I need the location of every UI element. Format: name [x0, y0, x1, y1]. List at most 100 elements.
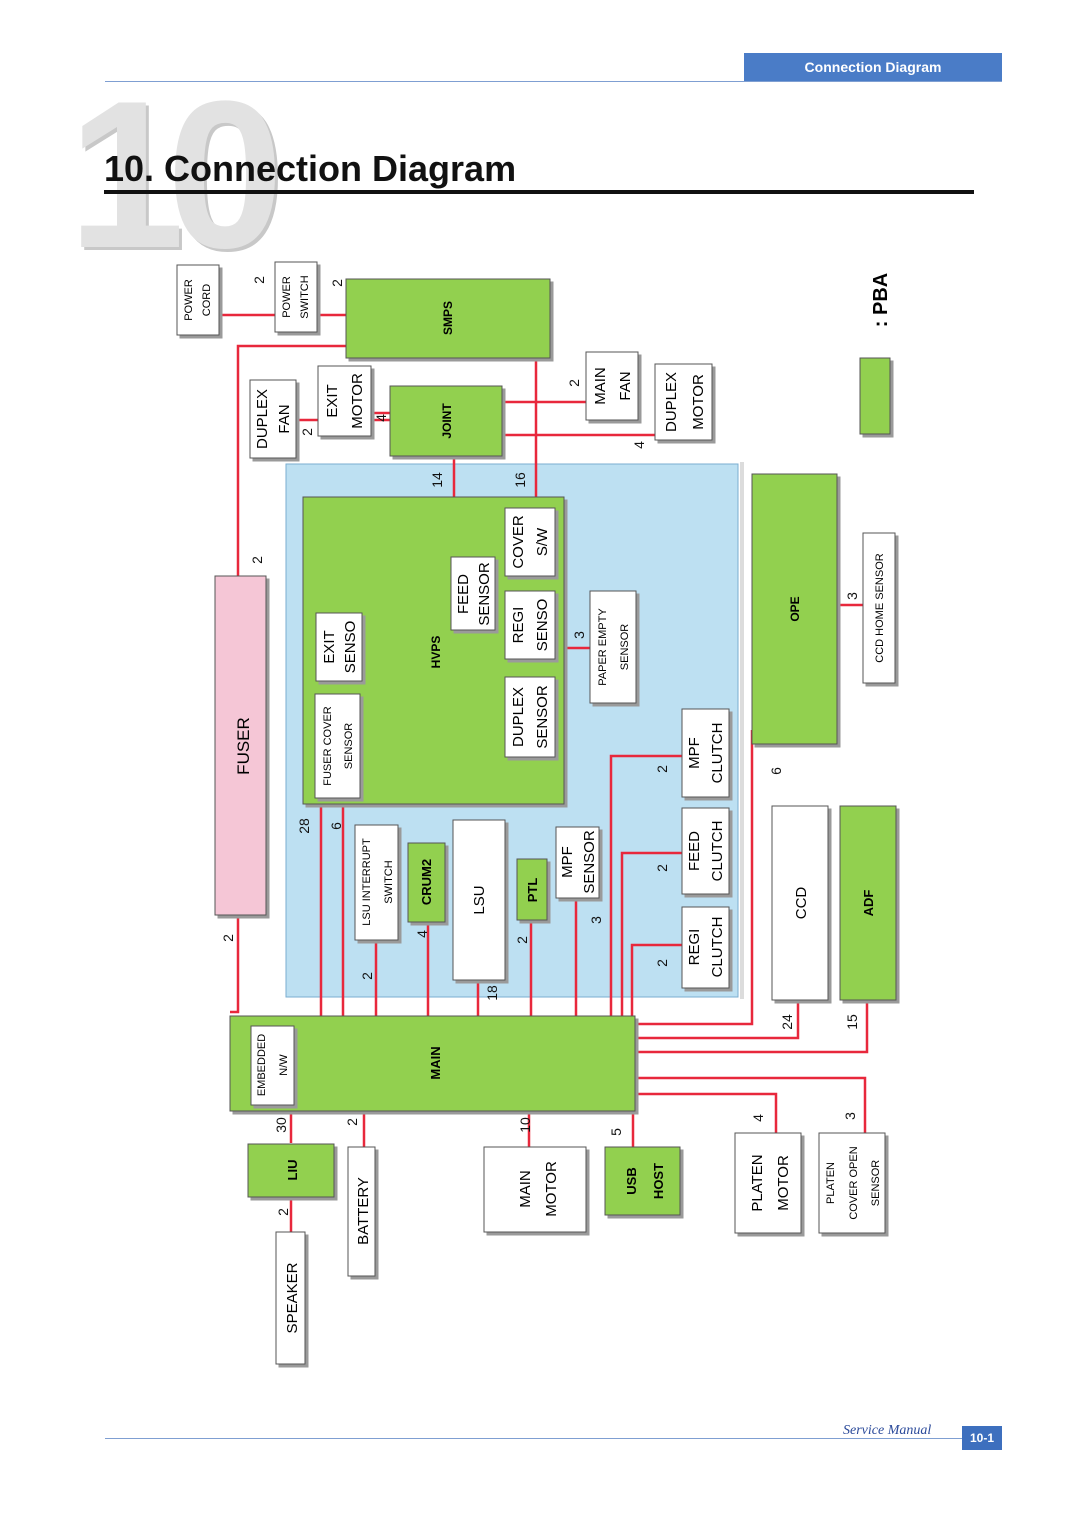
duplex-motor-label-2: MOTOR — [690, 374, 707, 430]
feed-sensor-box: FEED SENSOR — [450, 556, 496, 631]
exit-motor-box: EXIT MOTOR — [317, 365, 372, 437]
duplex-motor-box: DUPLEX MOTOR — [654, 363, 713, 441]
cover-switch-label-1: COVER — [510, 515, 527, 569]
pin-regi-clutch: 2 — [654, 959, 670, 967]
duplex-fan-box: DUPLEX FAN — [249, 379, 297, 459]
pin-mpf-sensor: 3 — [588, 916, 604, 924]
title-rule — [104, 190, 974, 194]
header-rule — [105, 81, 1002, 82]
header-tab: Connection Diagram — [744, 53, 1002, 81]
page-title: 10. Connection Diagram — [104, 148, 517, 189]
ope-label: OPE — [788, 596, 802, 621]
regi-sensor-label-2: SENSO — [534, 599, 551, 652]
platen-motor-label-2: MOTOR — [775, 1155, 792, 1211]
chapter-watermark-number: 10 — [68, 57, 284, 292]
battery-label: BATTERY — [355, 1177, 372, 1245]
platen-motor-label-1: PLATEN — [749, 1154, 766, 1211]
main-fan-box: MAIN FAN — [585, 351, 639, 421]
cover-switch-box: COVER S/W — [504, 507, 556, 577]
pin-feed-clutch: 2 — [654, 864, 670, 872]
main-motor-label-2: MOTOR — [543, 1161, 560, 1217]
pin-usb-host: 5 — [608, 1128, 624, 1136]
ccd-home-sensor-box: CCD HOME SENSOR — [862, 532, 896, 684]
footer-rule — [105, 1438, 1002, 1439]
mpf-sensor-label-1: MPF — [559, 846, 576, 878]
crum2-label: CRUM2 — [419, 859, 434, 905]
pba-legend: : PBA — [859, 273, 892, 435]
power-cord-box: POWER CORD — [176, 264, 220, 336]
pin-mpf-clutch: 2 — [654, 765, 670, 773]
fuser-label: FUSER — [234, 717, 253, 775]
fuser-cover-sensor-box: FUSER COVER SENSOR — [314, 693, 361, 799]
ccd-box: CCD — [771, 805, 829, 1001]
pin-crum2: 4 — [414, 930, 430, 938]
feed-sensor-label-1: FEED — [455, 574, 472, 614]
pin-lsu-interrupt: 2 — [359, 972, 375, 980]
hvps-label: HVPS — [429, 636, 443, 669]
speaker-box: SPEAKER — [275, 1231, 306, 1365]
pin-ope-main: 6 — [768, 767, 784, 775]
main-motor-label-1: MAIN — [517, 1170, 534, 1208]
pin-ope-ccd-home: 3 — [844, 592, 860, 600]
joint-board: JOINT — [389, 385, 503, 457]
regi-sensor-label-1: REGI — [510, 607, 527, 644]
pin-platen-cover: 3 — [842, 1112, 858, 1120]
duplex-fan-label-2: FAN — [276, 404, 293, 433]
pin-lsu: 18 — [484, 985, 500, 1001]
power-switch-label-2: SWITCH — [299, 275, 311, 318]
pin-duplex-motor: 4 — [631, 441, 647, 449]
liu-board: LIU — [247, 1143, 335, 1198]
mpf-clutch-label-1: MPF — [686, 737, 703, 769]
pin-counts: 2 2 2 4 2 4 14 16 2 2 3 3 6 2 2 2 28 6 2… — [220, 276, 860, 1216]
ccd-home-sensor-label: CCD HOME SENSOR — [874, 553, 886, 662]
main-fan-label-1: MAIN — [592, 367, 609, 405]
pba-legend-label: : PBA — [870, 273, 892, 327]
ptl-label: PTL — [525, 878, 540, 903]
joint-label: JOINT — [440, 403, 454, 439]
battery-box: BATTERY — [347, 1146, 376, 1277]
fuser-cover-sensor-label-2: SENSOR — [343, 723, 355, 770]
usb-host-label-2: HOST — [651, 1163, 666, 1199]
smps-label: SMPS — [441, 301, 455, 335]
liu-label: LIU — [285, 1160, 300, 1181]
lsu-interrupt-switch-box: LSU INTERRUPT SWITCH — [354, 824, 399, 941]
pin-power-cord: 2 — [251, 276, 267, 284]
pin-hvps-6: 6 — [328, 822, 344, 830]
duplex-sensor-box: DUPLEX SENSOR — [504, 676, 556, 758]
embedded-nw-box: EMBEDDED N/W — [250, 1025, 295, 1106]
power-cord-label-2: CORD — [201, 284, 213, 316]
platen-cover-sensor-label-3: SENSOR — [870, 1160, 882, 1207]
duplex-sensor-label-2: SENSOR — [534, 685, 551, 749]
power-switch-label-1: POWER — [281, 276, 293, 318]
crum2-board: CRUM2 — [407, 842, 446, 923]
pin-liu: 30 — [273, 1117, 289, 1133]
regi-clutch-label-2: CLUTCH — [709, 917, 726, 978]
pin-power-switch: 2 — [329, 279, 345, 287]
pin-speaker: 2 — [275, 1208, 291, 1216]
duplex-motor-label-1: DUPLEX — [663, 372, 680, 432]
mpf-clutch-label-2: CLUTCH — [709, 723, 726, 784]
duplex-sensor-label-1: DUPLEX — [510, 687, 527, 747]
adf-label: ADF — [861, 890, 876, 917]
main-motor-box: MAIN MOTOR — [483, 1146, 587, 1233]
main-label: MAIN — [428, 1046, 443, 1079]
mpf-sensor-box: MPF SENSOR — [555, 826, 600, 899]
page-number: 10-1 — [962, 1426, 1002, 1450]
exit-sensor-label-1: EXIT — [321, 630, 338, 663]
fuser-cover-sensor-label-1: FUSER COVER — [322, 706, 334, 786]
pin-exit-motor: 4 — [373, 414, 389, 422]
feed-clutch-label-2: CLUTCH — [709, 821, 726, 882]
pin-ccd: 24 — [779, 1014, 795, 1030]
lsu-box: LSU — [452, 819, 506, 981]
embedded-nw-label-1: EMBEDDED — [256, 1034, 268, 1096]
pin-joint-right: 16 — [512, 472, 528, 488]
cover-switch-label-2: S/W — [534, 527, 551, 556]
pin-paper-empty: 3 — [571, 631, 587, 639]
paper-empty-sensor-box: PAPER EMPTY SENSOR — [589, 590, 637, 704]
exit-motor-label-1: EXIT — [324, 384, 341, 417]
mpf-sensor-label-2: SENSOR — [581, 830, 598, 894]
ptl-board: PTL — [516, 858, 548, 921]
main-board: MAIN — [229, 1015, 636, 1112]
speaker-label: SPEAKER — [284, 1262, 301, 1333]
